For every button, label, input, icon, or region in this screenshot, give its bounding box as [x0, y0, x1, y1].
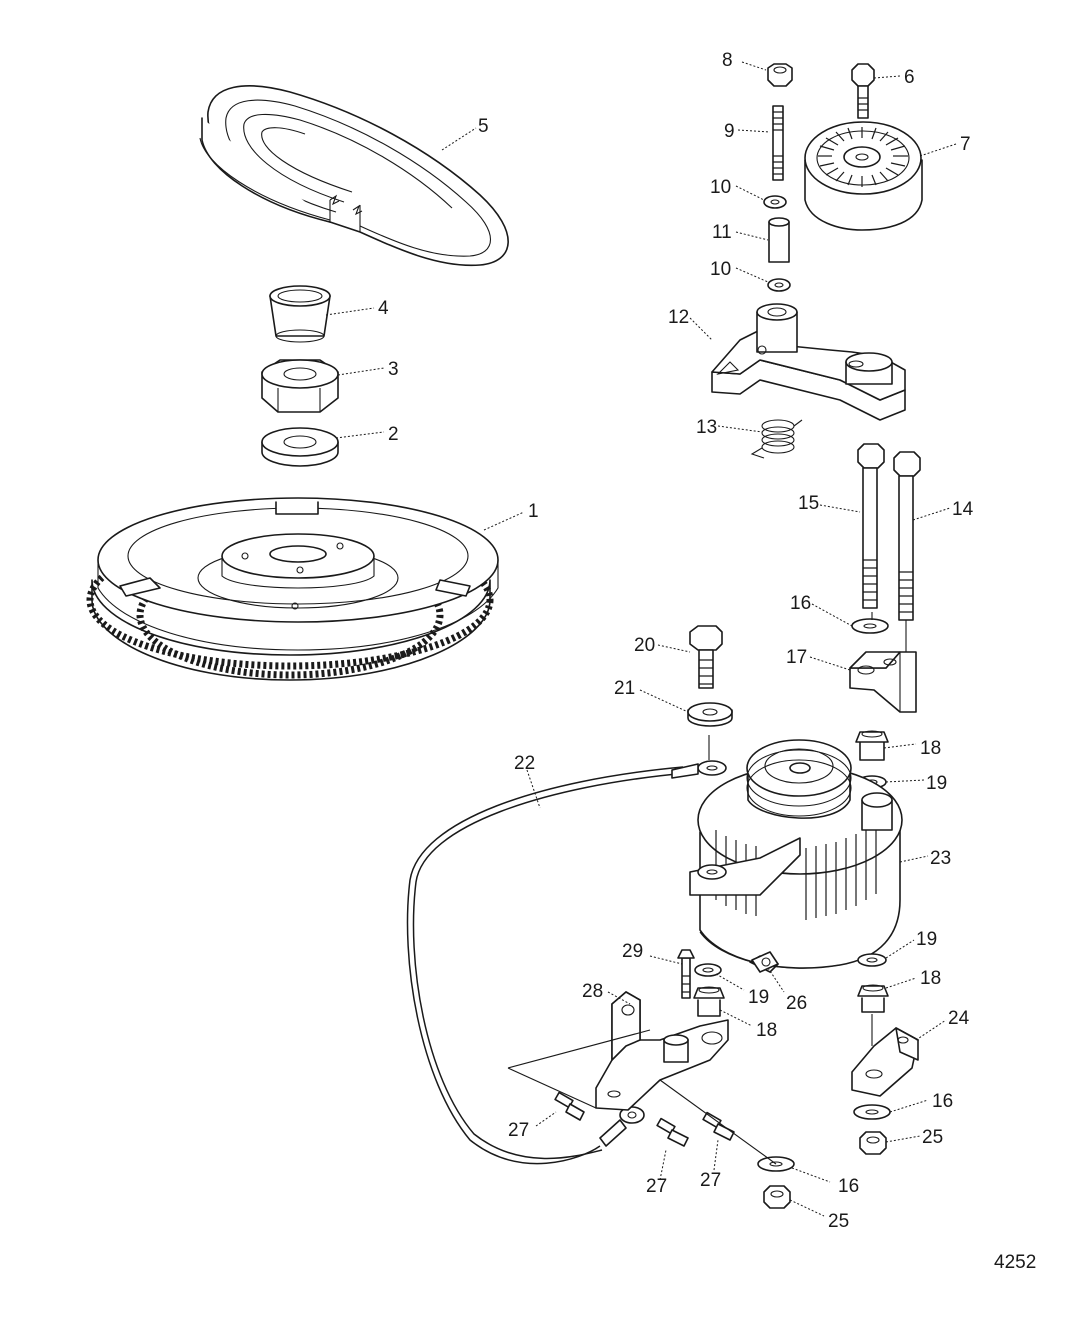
- callout-26: 26: [786, 993, 807, 1014]
- bushing-18-upper-part: [855, 730, 889, 761]
- tensioner-spring-part: [750, 419, 803, 459]
- callout-24: 24: [948, 1008, 970, 1029]
- main-bracket-28-part: [595, 991, 729, 1111]
- callout-16-right: 16: [932, 1091, 953, 1112]
- tensioner-arm-part: [711, 303, 906, 421]
- callout-20: 20: [634, 635, 655, 656]
- washer-16-upper-part: [851, 618, 889, 634]
- stud-part: [772, 105, 784, 181]
- callout-28: 28: [582, 981, 603, 1002]
- washer-16-lower-right-part: [853, 1104, 891, 1120]
- nut-25-lower-middle-part: [763, 1185, 791, 1209]
- callout-16-upper: 16: [790, 593, 811, 614]
- callout-14: 14: [952, 499, 974, 520]
- callout-27-left: 27: [508, 1120, 529, 1141]
- terminal-part: [751, 951, 779, 973]
- callout-19-right: 19: [916, 929, 937, 950]
- callout-19-left: 19: [748, 987, 769, 1008]
- spacer-tube-part: [768, 217, 790, 263]
- callout-10-upper: 10: [710, 177, 731, 198]
- figure-number: 4252: [994, 1252, 1037, 1273]
- nut-25-right-part: [859, 1131, 887, 1155]
- callout-22: 22: [514, 753, 535, 774]
- bushing-18-lower-left-part: [693, 986, 725, 1017]
- callout-2: 2: [388, 424, 399, 445]
- mounting-bracket-24-part: [851, 1027, 919, 1097]
- callout-19-upper: 19: [926, 773, 947, 794]
- callout-13: 13: [696, 417, 717, 438]
- callout-29: 29: [622, 941, 643, 962]
- screw-27-middle-part: [656, 1117, 689, 1147]
- fitting-29-part: [677, 949, 695, 999]
- callout-25-lower: 25: [828, 1211, 849, 1232]
- callout-10-lower: 10: [710, 259, 731, 280]
- callout-23: 23: [930, 848, 951, 869]
- callout-16-lower: 16: [838, 1176, 859, 1197]
- callout-labels: 1 2 3 4 5 6 7 8 9 10 10 11 12 13 14 15 1…: [378, 50, 974, 1232]
- callout-25-right: 25: [922, 1127, 943, 1148]
- callout-5: 5: [478, 116, 489, 137]
- washer-19-lower-left-part: [694, 963, 722, 977]
- ground-wire-part: [406, 760, 727, 1165]
- flywheel-nut-part: [261, 359, 339, 413]
- flywheel-part: [86, 497, 499, 681]
- long-bolt-14-part: [893, 451, 921, 621]
- callout-15: 15: [798, 493, 819, 514]
- pulley-bolt-part: [851, 63, 875, 119]
- bolt-20-part: [689, 625, 723, 689]
- callout-4: 4: [378, 298, 389, 319]
- callout-17: 17: [786, 647, 807, 668]
- callout-27-middle: 27: [646, 1176, 667, 1197]
- alternator-part: [689, 739, 903, 973]
- callout-11: 11: [712, 222, 732, 243]
- mounting-bracket-17-part: [849, 651, 917, 713]
- callout-7: 7: [960, 134, 971, 155]
- screw-27-right-part: [702, 1111, 735, 1141]
- hex-nut-8-part: [767, 63, 793, 87]
- callout-6: 6: [904, 67, 915, 88]
- spacer-washer-lower-part: [767, 278, 791, 292]
- callout-21: 21: [614, 678, 635, 699]
- washer-19-lower-right-part: [857, 953, 887, 967]
- screw-27-left-part: [554, 1091, 585, 1121]
- callout-3: 3: [388, 359, 399, 380]
- callout-12: 12: [668, 307, 689, 328]
- spacer-washer-upper-part: [763, 195, 787, 209]
- assembly-centerlines: [507, 612, 907, 1165]
- serpentine-belt-part: [199, 85, 509, 267]
- bushing-18-lower-right-part: [857, 984, 889, 1013]
- callout-1: 1: [528, 501, 539, 522]
- callout-18-right: 18: [920, 968, 941, 989]
- leader-lines: [325, 61, 957, 1217]
- washer-21-part: [687, 702, 733, 727]
- callout-8: 8: [722, 50, 733, 71]
- flywheel-washer-part: [261, 427, 339, 467]
- long-bolt-15-part: [857, 443, 885, 609]
- callout-18-left: 18: [756, 1020, 777, 1041]
- idler-pulley-part: [804, 121, 923, 231]
- callout-27-right: 27: [700, 1170, 721, 1191]
- callout-9: 9: [724, 121, 735, 142]
- sleeve-part: [269, 285, 331, 343]
- callout-18-upper: 18: [920, 738, 941, 759]
